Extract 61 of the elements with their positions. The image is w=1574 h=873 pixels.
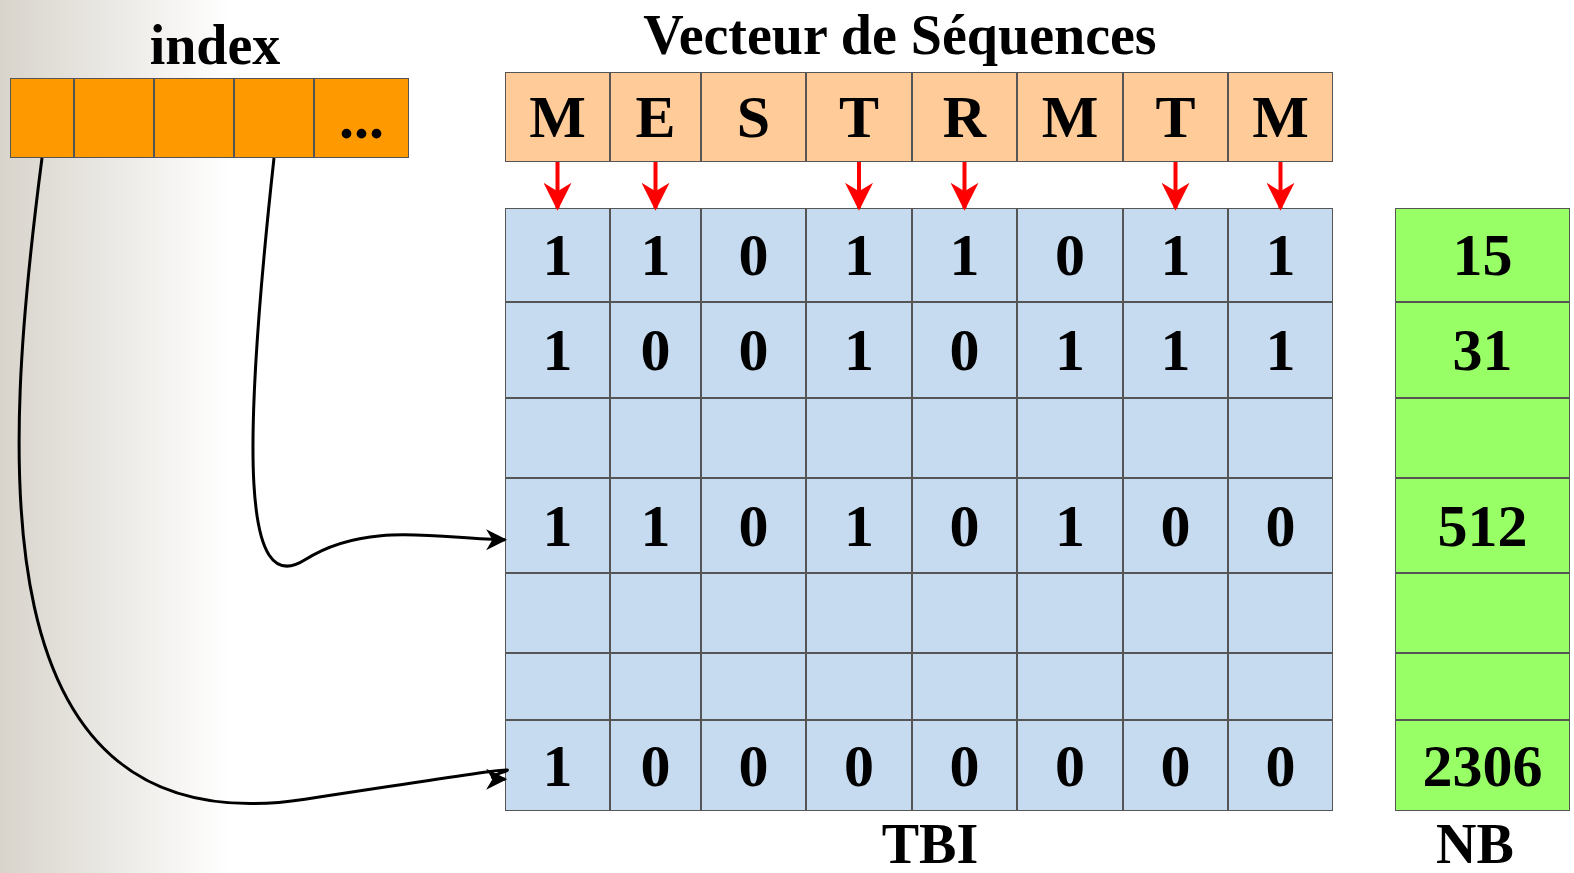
table-cell: T [806, 72, 912, 162]
arrow [251, 157, 508, 567]
arrow [950, 162, 979, 211]
table-cell: 0 [1017, 720, 1123, 811]
table-cell: 1 [806, 302, 912, 398]
table-cell: 0 [1123, 478, 1228, 573]
table-cell: 1 [505, 302, 610, 398]
table-cell: R [912, 72, 1017, 162]
arrow [543, 162, 572, 211]
arrow [1266, 162, 1295, 211]
empty-cell [10, 78, 74, 158]
table-cell: M [1228, 72, 1333, 162]
table-title: index [148, 15, 282, 75]
table-cell: 1 [505, 720, 610, 811]
table-cell: 0 [1228, 478, 1333, 573]
table-cell: 0 [1228, 720, 1333, 811]
table-cell: 1 [1228, 208, 1333, 302]
table-cell: 0 [701, 208, 806, 302]
table-cell: 0 [912, 302, 1017, 398]
table-cell: 0 [912, 478, 1017, 573]
table-cell: 1 [1228, 302, 1333, 398]
table-cell: 0 [1123, 720, 1228, 811]
table-cell: 1 [1017, 302, 1123, 398]
table-cell: 0 [701, 478, 806, 573]
table-cell: 0 [806, 720, 912, 811]
table-title: Vecteur de Séquences [642, 3, 1158, 68]
table-cell: 0 [610, 302, 701, 398]
table-cell: 1 [1123, 208, 1228, 302]
table-cell: 1 [610, 478, 701, 573]
table-cell: 15 [1395, 208, 1570, 302]
table-cell: 1 [610, 208, 701, 302]
table-cell: E [610, 72, 701, 162]
table-cell: 0 [701, 302, 806, 398]
table-cell: 2306 [1395, 720, 1570, 811]
table-cell: 1 [505, 208, 610, 302]
table-cell: M [1017, 72, 1123, 162]
table-cell: 1 [1123, 302, 1228, 398]
table-cell: T [1123, 72, 1228, 162]
table-title: NB [1435, 815, 1515, 873]
table-cell: 1 [912, 208, 1017, 302]
empty-cell [1395, 398, 1570, 478]
table-cell: 1 [806, 208, 912, 302]
table-cell: 1 [505, 478, 610, 573]
arrow [845, 162, 873, 211]
table-cell: S [701, 72, 806, 162]
table-cell: 0 [701, 720, 806, 811]
table-cell: 0 [912, 720, 1017, 811]
table-title: TBI [880, 815, 980, 873]
arrow [1161, 162, 1190, 211]
table-cell: 0 [1017, 208, 1123, 302]
table-cell: 0 [610, 720, 701, 811]
table-cell: 1 [806, 478, 912, 573]
arrow [17, 157, 508, 804]
table-cell: M [505, 72, 610, 162]
table-cell: 31 [1395, 302, 1570, 398]
empty-cell [1395, 653, 1570, 720]
arrow [641, 162, 670, 211]
table-cell: 512 [1395, 478, 1570, 573]
table-cell: ... [314, 78, 409, 158]
table-cell: 1 [1017, 478, 1123, 573]
empty-cell [1395, 573, 1570, 653]
